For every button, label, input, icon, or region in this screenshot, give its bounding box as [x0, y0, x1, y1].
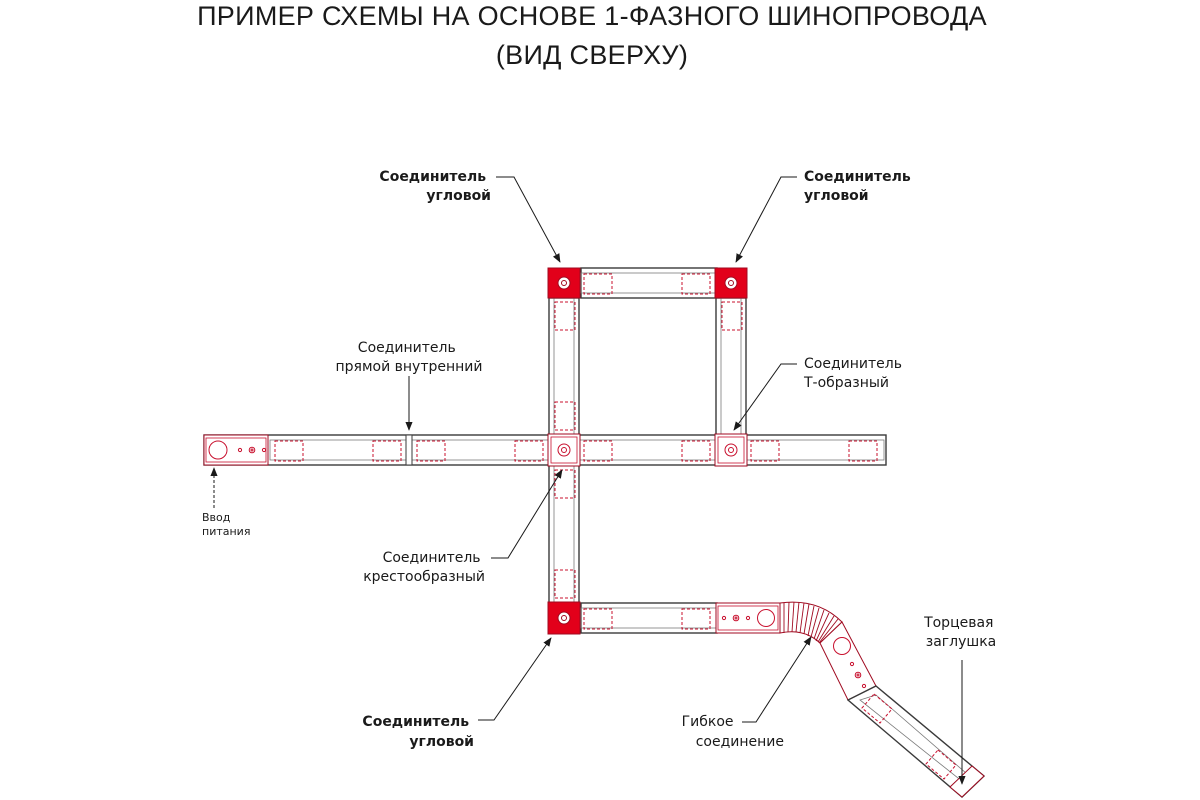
track-rails [203, 267, 887, 634]
label-end-cap: Торцевая заглушка [923, 615, 998, 650]
diagram-title: ПРИМЕР СХЕМЫ НА ОСНОВЕ 1-ФАЗНОГО ШИНОПРО… [197, 1, 987, 31]
label-flexible: Гибкое соединение [682, 714, 784, 750]
cross-connector [547, 433, 581, 467]
t-connector [714, 433, 748, 467]
label-straight-inner: Соединитель прямой внутренний [336, 340, 483, 375]
rail-main-horizontal [203, 434, 887, 466]
leader-lines [210, 176, 966, 785]
label-corner-top-right: Соединитель угловой [804, 169, 916, 204]
corner-connector-top-left [547, 267, 581, 299]
label-cross-connector: Соединитель крестообразный [363, 550, 485, 585]
label-t-connector: Соединитель Т-образный [803, 356, 906, 391]
straight-inner-connector [405, 434, 413, 466]
corner-connector-top-right [714, 267, 748, 299]
label-corner-top-left: Соединитель угловой [379, 169, 491, 204]
corner-connector-bottom [547, 601, 581, 635]
power-input-block [203, 434, 269, 466]
rail-clips [274, 273, 878, 630]
label-power-input: Ввод питания [202, 511, 250, 538]
diagram-subtitle: (ВИД СВЕРХУ) [496, 40, 688, 70]
label-corner-bottom: Соединитель угловой [362, 714, 474, 750]
flexible-joint [715, 601, 843, 644]
angled-rail-segment [819, 621, 986, 798]
